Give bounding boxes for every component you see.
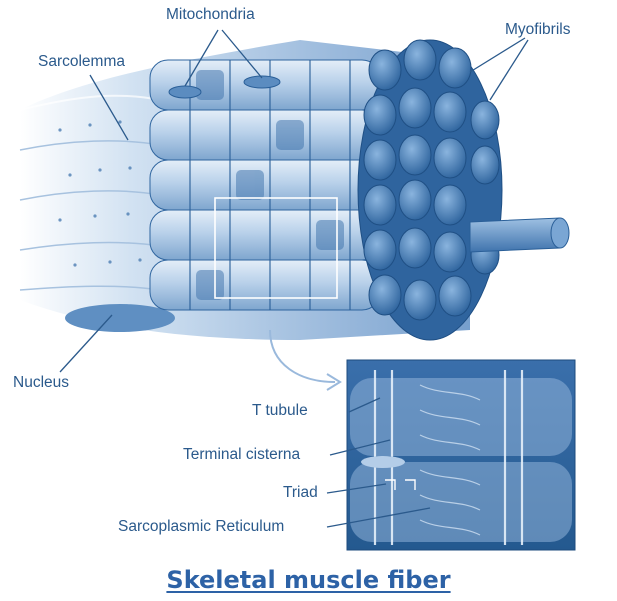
- label-mitochondria: Mitochondria: [166, 6, 255, 23]
- nucleus-shape: [65, 304, 175, 332]
- zoom-selection-box: [214, 197, 338, 299]
- inset-detail: [346, 359, 576, 551]
- label-terminal-cisterna: Terminal cisterna: [183, 446, 301, 463]
- diagram-title: Skeletal muscle fiber: [166, 566, 451, 594]
- mitochondria-shapes: [168, 75, 281, 99]
- label-myofibrils: Myofibrils: [505, 21, 571, 38]
- zoom-arrow: [269, 329, 336, 383]
- label-sarcoplasmic-reticulum: Sarcoplasmic Reticulum: [118, 518, 285, 535]
- label-nucleus: Nucleus: [13, 374, 69, 391]
- label-triad: Triad: [283, 484, 318, 501]
- myofibril-rod: [469, 217, 570, 253]
- leader-lines: [59, 29, 529, 528]
- label-sarcolemma: Sarcolemma: [38, 53, 125, 70]
- label-t-tubule: T tubule: [252, 402, 308, 419]
- myofibril-ends: [357, 39, 503, 341]
